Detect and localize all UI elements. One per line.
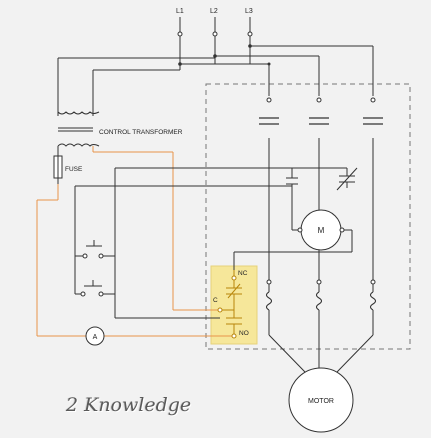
control-wiring xyxy=(74,167,353,319)
fuse xyxy=(53,146,63,184)
overload-heaters xyxy=(265,291,377,311)
small-motor: M xyxy=(297,209,345,251)
ammeter: A xyxy=(85,326,105,346)
line-label-l1: L1 xyxy=(176,8,184,15)
control-transformer xyxy=(57,111,100,147)
watermark-logo: 2 Knowledge xyxy=(66,394,192,416)
ammeter-label: A xyxy=(93,334,98,341)
control-wiring-orange xyxy=(36,146,234,337)
control-transformer-label: CONTROL TRANSFORMER xyxy=(99,129,183,136)
terminals xyxy=(177,31,376,285)
main-motor: MOTOR xyxy=(288,367,354,433)
relay-nc-label: NC xyxy=(238,270,248,277)
fuse-label: FUSE xyxy=(65,166,83,173)
main-motor-label: MOTOR xyxy=(308,398,334,405)
power-wiring xyxy=(57,17,374,373)
main-contacts xyxy=(259,117,383,125)
small-motor-label: M xyxy=(318,226,325,235)
line-label-l2: L2 xyxy=(210,8,218,15)
pushbutton-terminals xyxy=(80,253,104,297)
enclosure-dashed xyxy=(205,83,411,350)
variable-capacitor xyxy=(292,167,358,191)
relay-c-label: C xyxy=(213,297,218,304)
relay-terminals xyxy=(217,275,237,339)
junction-dots xyxy=(178,44,271,66)
line-label-l3: L3 xyxy=(245,8,253,15)
relay-no-label: NO xyxy=(239,330,249,337)
